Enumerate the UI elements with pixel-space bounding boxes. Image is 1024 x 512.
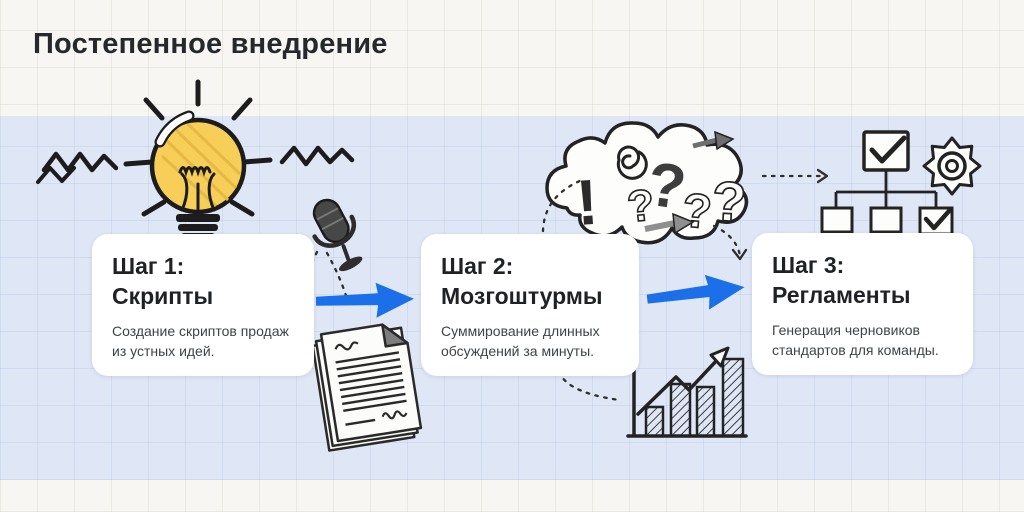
microphone-icon: [312, 198, 363, 272]
sound-wave-left-icon: [41, 151, 119, 173]
step-card-1: Шаг 1: Скрипты Создание скриптов продаж …: [92, 234, 314, 377]
step-label: Шаг 2:: [441, 253, 514, 279]
step-description: Создание скриптов продаж из устных идей.: [112, 322, 289, 360]
bar: [644, 405, 665, 438]
step-card-2: Шаг 2: Мозгоштурмы Суммирование длинных …: [421, 234, 639, 377]
bulb-highlight: [156, 112, 193, 146]
step-card-3: Шаг 3: Регламенты Генерация черновиков с…: [752, 233, 973, 376]
document-icon: [311, 323, 423, 452]
step-description: Суммирование длинных обсуждений за минут…: [441, 322, 600, 360]
node-box: [820, 206, 854, 234]
step-arrow-2: [646, 274, 745, 310]
trend-arrow: [636, 357, 720, 416]
node-box: [869, 206, 903, 234]
exclamation-mark: !: [574, 166, 600, 239]
checkmark-icon: [923, 208, 952, 231]
flowchart-icon: [820, 130, 982, 236]
spiral-doodle: [616, 145, 648, 180]
svg-text:?: ?: [710, 169, 747, 234]
bar: [669, 382, 692, 438]
lightbulb-icon: [36, 79, 355, 246]
arrow-doodle-mid: [644, 220, 676, 232]
step-label: Шаг 3:: [772, 252, 845, 278]
bar-chart-icon: [626, 346, 748, 438]
light-rays: [123, 79, 273, 217]
bulb-base: [176, 214, 220, 222]
step-title: Регламенты: [772, 282, 911, 309]
step-heading: Шаг 3: Регламенты: [772, 250, 953, 311]
thought-cloud-icon: ! ? ? ? ?: [545, 121, 749, 245]
step-heading: Шаг 2: Мозгоштурмы: [441, 251, 619, 312]
checkmark-icon: [869, 135, 907, 164]
step-label: Шаг 1:: [112, 253, 185, 279]
bar: [721, 357, 745, 438]
step-title: Скрипты: [112, 283, 214, 310]
bar: [695, 385, 716, 438]
signature-scribble: [334, 341, 359, 351]
arrow-doodle-top: [692, 137, 718, 149]
connectors: [834, 170, 938, 208]
gear-icon: [922, 136, 982, 196]
step-heading: Шаг 1: Скрипты: [112, 251, 294, 312]
page-title: Постепенное внедрение: [33, 28, 388, 60]
sound-wave-right-icon: [279, 145, 355, 167]
step-arrow-1: [315, 282, 414, 318]
question-mark-outline: ?: [625, 180, 657, 232]
filament: [178, 166, 212, 177]
dashed-arrowhead-down: [731, 248, 748, 261]
folded-corner: [381, 323, 409, 348]
text-lines: [335, 351, 407, 426]
step-title: Мозгоштурмы: [441, 283, 603, 310]
step-description: Генерация черновиков стандартов для кома…: [772, 321, 939, 359]
dashed-arrowhead-right: [816, 168, 829, 184]
svg-text:?: ?: [680, 184, 714, 239]
